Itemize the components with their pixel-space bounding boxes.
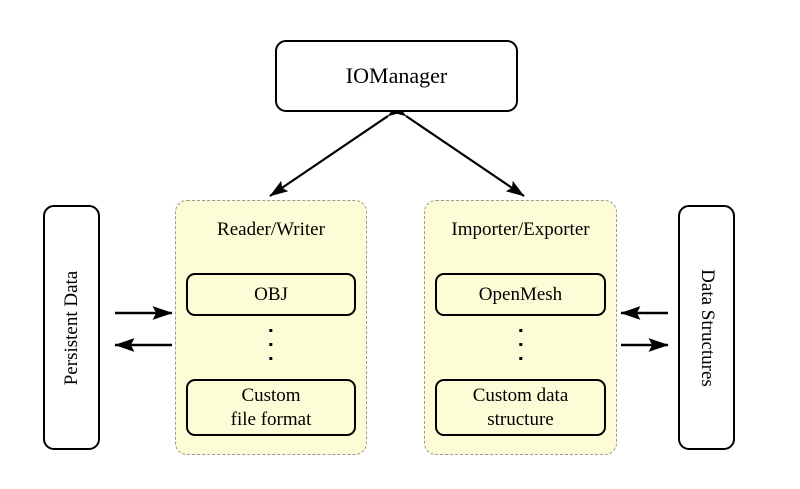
ellipsis-icon-reader-writer bbox=[269, 329, 273, 360]
data-structures-label: Data Structures bbox=[696, 268, 718, 387]
sub-box-obj-label: OBJ bbox=[254, 283, 288, 305]
persistent-data-label: Persistent Data bbox=[60, 270, 82, 385]
sub-box-custom-data-structure-line1: Custom data bbox=[472, 385, 569, 407]
iomanager-box[interactable]: IOManager bbox=[275, 40, 518, 112]
panel-importer-exporter: Importer/Exporter OpenMesh Custom data s… bbox=[424, 200, 617, 455]
arrow-manager-importer bbox=[387, 100, 525, 197]
sub-box-custom-data-structure[interactable]: Custom data structure bbox=[435, 379, 606, 436]
arrow-manager-reader bbox=[269, 100, 407, 197]
sub-box-custom-data-structure-line2: structure bbox=[487, 408, 554, 430]
ellipsis-icon-importer-exporter bbox=[518, 329, 523, 360]
panel-reader-writer: Reader/Writer OBJ Custom file format bbox=[175, 200, 367, 455]
sub-box-obj[interactable]: OBJ bbox=[186, 273, 356, 316]
sub-box-custom-file-format[interactable]: Custom file format bbox=[186, 379, 356, 436]
panel-importer-exporter-title: Importer/Exporter bbox=[451, 219, 590, 240]
panel-reader-writer-title: Reader/Writer bbox=[217, 219, 325, 240]
data-structures-box[interactable]: Data Structures bbox=[678, 205, 735, 450]
iomanager-label: IOManager bbox=[345, 63, 448, 88]
sub-box-openmesh-label: OpenMesh bbox=[478, 283, 563, 305]
sub-box-openmesh[interactable]: OpenMesh bbox=[435, 273, 606, 316]
sub-box-custom-file-format-line1: Custom bbox=[241, 385, 301, 407]
sub-box-custom-file-format-line2: file format bbox=[230, 408, 312, 430]
persistent-data-box[interactable]: Persistent Data bbox=[43, 205, 100, 450]
